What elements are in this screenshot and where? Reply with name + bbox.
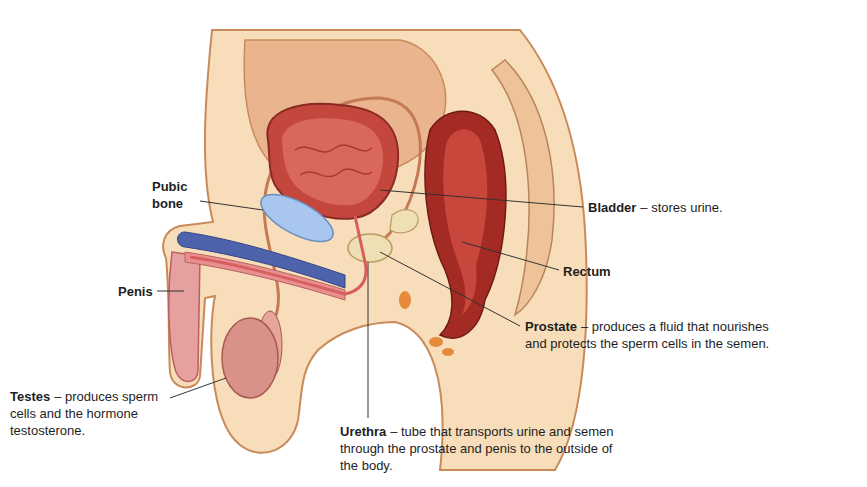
glans xyxy=(169,252,200,382)
rectum xyxy=(425,111,506,338)
testis xyxy=(222,318,278,398)
urethra xyxy=(190,216,366,294)
part-name: Penis xyxy=(118,284,153,299)
prostate xyxy=(348,234,392,262)
sphincter xyxy=(399,291,411,309)
leader-line xyxy=(368,262,369,418)
callout-label: Urethra– tube that transports urine and … xyxy=(340,423,618,474)
part-name: Pubic bone xyxy=(152,179,187,211)
bladder-folds xyxy=(295,145,372,176)
part-name: Prostate xyxy=(525,319,577,334)
part-name: Urethra xyxy=(340,424,386,439)
leader-line xyxy=(380,190,583,207)
leader-line xyxy=(200,201,263,210)
part-name: Bladder xyxy=(588,200,636,215)
leader-line xyxy=(170,378,226,398)
leader-lines xyxy=(157,190,583,418)
leader-line xyxy=(380,252,520,326)
rectum-lumen xyxy=(443,129,487,315)
callout-label: Rectum xyxy=(563,263,653,280)
sphincter xyxy=(442,348,454,356)
leader-line xyxy=(157,291,184,292)
sphincter xyxy=(429,337,443,347)
leader-line xyxy=(462,242,559,270)
body-outline xyxy=(163,30,587,470)
seminal-vesicle xyxy=(390,210,418,233)
callout-label: Bladder – stores urine. xyxy=(588,199,858,216)
part-name: Testes xyxy=(10,389,50,404)
pubic-bone xyxy=(254,185,340,251)
callout-label: Testes– produces sperm cells and the hor… xyxy=(10,388,175,439)
part-name: Rectum xyxy=(563,264,611,279)
callout-label: Prostate– produces a fluid that nourishe… xyxy=(525,318,790,352)
bladder-lining xyxy=(282,118,383,205)
callout-label: Penis xyxy=(118,283,178,300)
callout-label: Pubic bone xyxy=(152,178,200,212)
part-description: – stores urine. xyxy=(640,200,722,215)
